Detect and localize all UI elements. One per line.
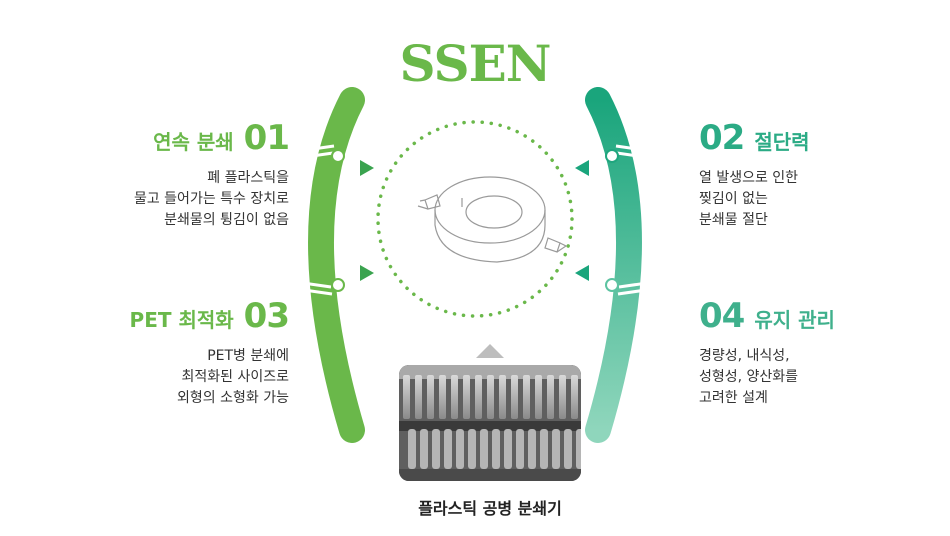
blade [456,429,464,469]
right-arc-connector-bottom [605,278,648,296]
feature-number: 03 [243,296,290,336]
feature-desc-line: 성형성, 양산화를 [699,369,799,385]
shredder-ring-sketch-icon [417,176,568,263]
blade [420,429,428,469]
feature-cutting-power: 02 절단력 열 발생으로 인한 찢김이 없는 분쇄물 절단 [699,118,810,231]
blade [535,375,542,419]
photo-caption: 플라스틱 공병 분쇄기 [418,499,562,518]
blade [475,375,482,419]
feature-description: 폐 플라스틱을 물고 들어가는 특수 장치로 분쇄물의 튕김이 없음 [134,168,289,231]
blade [468,429,476,469]
blade [576,429,581,469]
blade [547,375,554,419]
feature-description: PET병 분쇄에 최적화된 사이즈로 외형의 소형화 가능 [130,346,289,409]
pointer-triangle-top-left [360,160,374,176]
blade [439,375,446,419]
blade [492,429,500,469]
left-arc [308,87,365,443]
feature-maintenance: 04 유지 관리 경량성, 내식성, 성형성, 양산화를 고려한 설계 [699,296,835,409]
brand-title: SSEN [399,34,552,93]
feature-head: 연속 분쇄 01 [134,118,290,158]
left-arc-connector-bottom [302,278,345,296]
feature-desc-line: 찢김이 없는 [699,191,768,207]
right-arc [585,87,642,443]
blade [504,429,512,469]
blade [463,375,470,419]
right-arc-connector-top [605,144,646,163]
feature-number: 04 [699,296,745,336]
feature-number: 02 [699,118,745,158]
blade [552,429,560,469]
feature-desc-line: 열 발생으로 인한 [699,170,799,186]
blade [480,429,488,469]
blade [511,375,518,419]
feature-desc-line: 고려한 설계 [699,390,768,406]
left-arc-connector-top [304,144,345,163]
feature-desc-line: 경량성, 내식성, [699,348,790,364]
feature-title: 절단력 [754,130,810,154]
pointer-triangle-bottom-right [575,265,589,281]
feature-pet-optimization: PET 최적화 03 PET병 분쇄에 최적화된 사이즈로 외형의 소형화 가능 [129,296,290,409]
shredder-blades-image [399,365,581,481]
blade [427,375,434,419]
blade [451,375,458,419]
feature-desc-line: 분쇄물 절단 [699,212,768,228]
feature-continuous-shredding: 연속 분쇄 01 폐 플라스틱을 물고 들어가는 특수 장치로 분쇄물의 튕김이… [134,118,290,231]
blade [499,375,506,419]
blade [516,429,524,469]
blade [540,429,548,469]
pointer-triangle-bottom-left [360,265,374,281]
feature-desc-line: 물고 들어가는 특수 장치로 [133,191,289,207]
feature-number: 01 [243,118,290,158]
blade [403,375,410,419]
blade [415,375,422,419]
blade [487,375,494,419]
feature-title: 유지 관리 [754,308,835,332]
feature-description: 경량성, 내식성, 성형성, 양산화를 고려한 설계 [699,346,835,409]
dotted-circle [376,120,574,318]
feature-desc-line: 외형의 소형화 가능 [177,390,289,406]
feature-head: PET 최적화 03 [129,296,290,336]
feature-desc-line: 최적화된 사이즈로 [181,369,290,385]
pointer-triangle-top-right [575,160,589,176]
feature-head: 02 절단력 [699,118,810,158]
feature-desc-line: 폐 플라스틱을 [207,170,289,186]
feature-desc-line: 분쇄물의 튕김이 없음 [164,212,289,228]
photo-pointer-triangle [476,344,504,358]
shredder-blades-photo [399,365,581,481]
feature-title: 연속 분쇄 [153,130,234,154]
blade [564,429,572,469]
feature-head: 04 유지 관리 [699,296,835,336]
blade [559,375,566,419]
blade [528,429,536,469]
blade [444,429,452,469]
blade [571,375,578,419]
feature-desc-line: PET병 분쇄에 [207,348,289,364]
blade [408,429,416,469]
feature-title: PET 최적화 [129,308,234,332]
blade [432,429,440,469]
blade [523,375,530,419]
feature-description: 열 발생으로 인한 찢김이 없는 분쇄물 절단 [699,168,810,231]
